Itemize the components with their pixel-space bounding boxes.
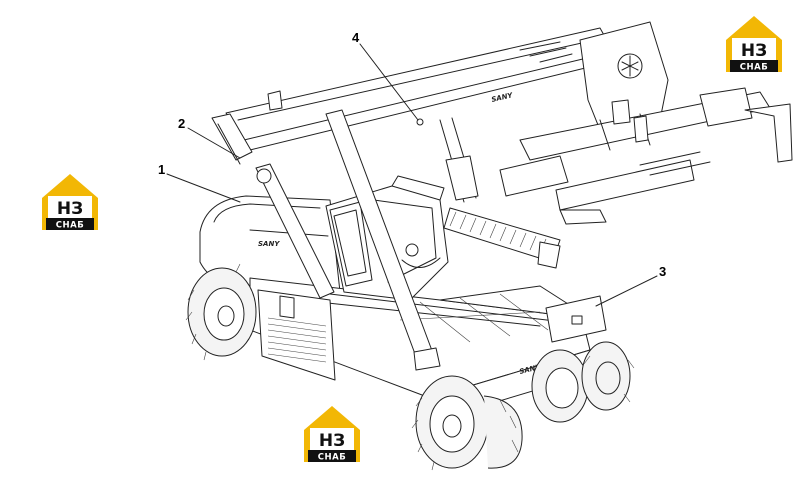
callout-3: 3: [659, 264, 666, 279]
logo-subtitle: СНАБ: [740, 63, 768, 73]
logo-band: [730, 60, 778, 72]
wheel-rear-left: [185, 263, 257, 361]
logo-band: [46, 218, 94, 230]
leader-line-2: [187, 127, 241, 159]
spreader: [499, 21, 793, 225]
wheel-front-left: [411, 375, 489, 471]
callout-2: 2: [178, 116, 185, 131]
leader-line-3: [595, 275, 658, 307]
leader-line-1: [166, 173, 241, 203]
logo-band: [308, 450, 356, 462]
watermark-logo-left: НЗ СНАБ: [42, 174, 98, 231]
side-louvres: [267, 317, 327, 363]
callout-leaders: [166, 43, 658, 307]
wheel-front-right: [531, 341, 635, 423]
logo-mark: НЗ: [741, 41, 767, 61]
logo-subtitle: СНАБ: [318, 453, 346, 463]
brand-label-boom: SANY: [491, 91, 515, 104]
reflector-marker: [416, 118, 424, 126]
logo-plate: [732, 38, 776, 60]
logo-subtitle: СНАБ: [56, 221, 84, 231]
hatched-strut: [443, 207, 561, 269]
boom-supports: [255, 109, 479, 371]
watermark-logo-top-right: НЗ СНАБ: [726, 16, 782, 73]
brand-label-rear: SANY: [258, 240, 280, 248]
watermark-logo-bottom: НЗ СНАБ: [304, 406, 360, 463]
leader-line-4: [359, 43, 419, 121]
logo-plate: [310, 428, 354, 450]
logo-plate: [48, 196, 92, 218]
callout-4: 4: [352, 30, 360, 45]
logo-mark: НЗ: [319, 431, 345, 451]
wheel-front-left-dual: [483, 395, 523, 469]
logo-mark: НЗ: [57, 199, 83, 219]
callout-1: 1: [158, 162, 165, 177]
telescopic-boom: [211, 27, 619, 165]
